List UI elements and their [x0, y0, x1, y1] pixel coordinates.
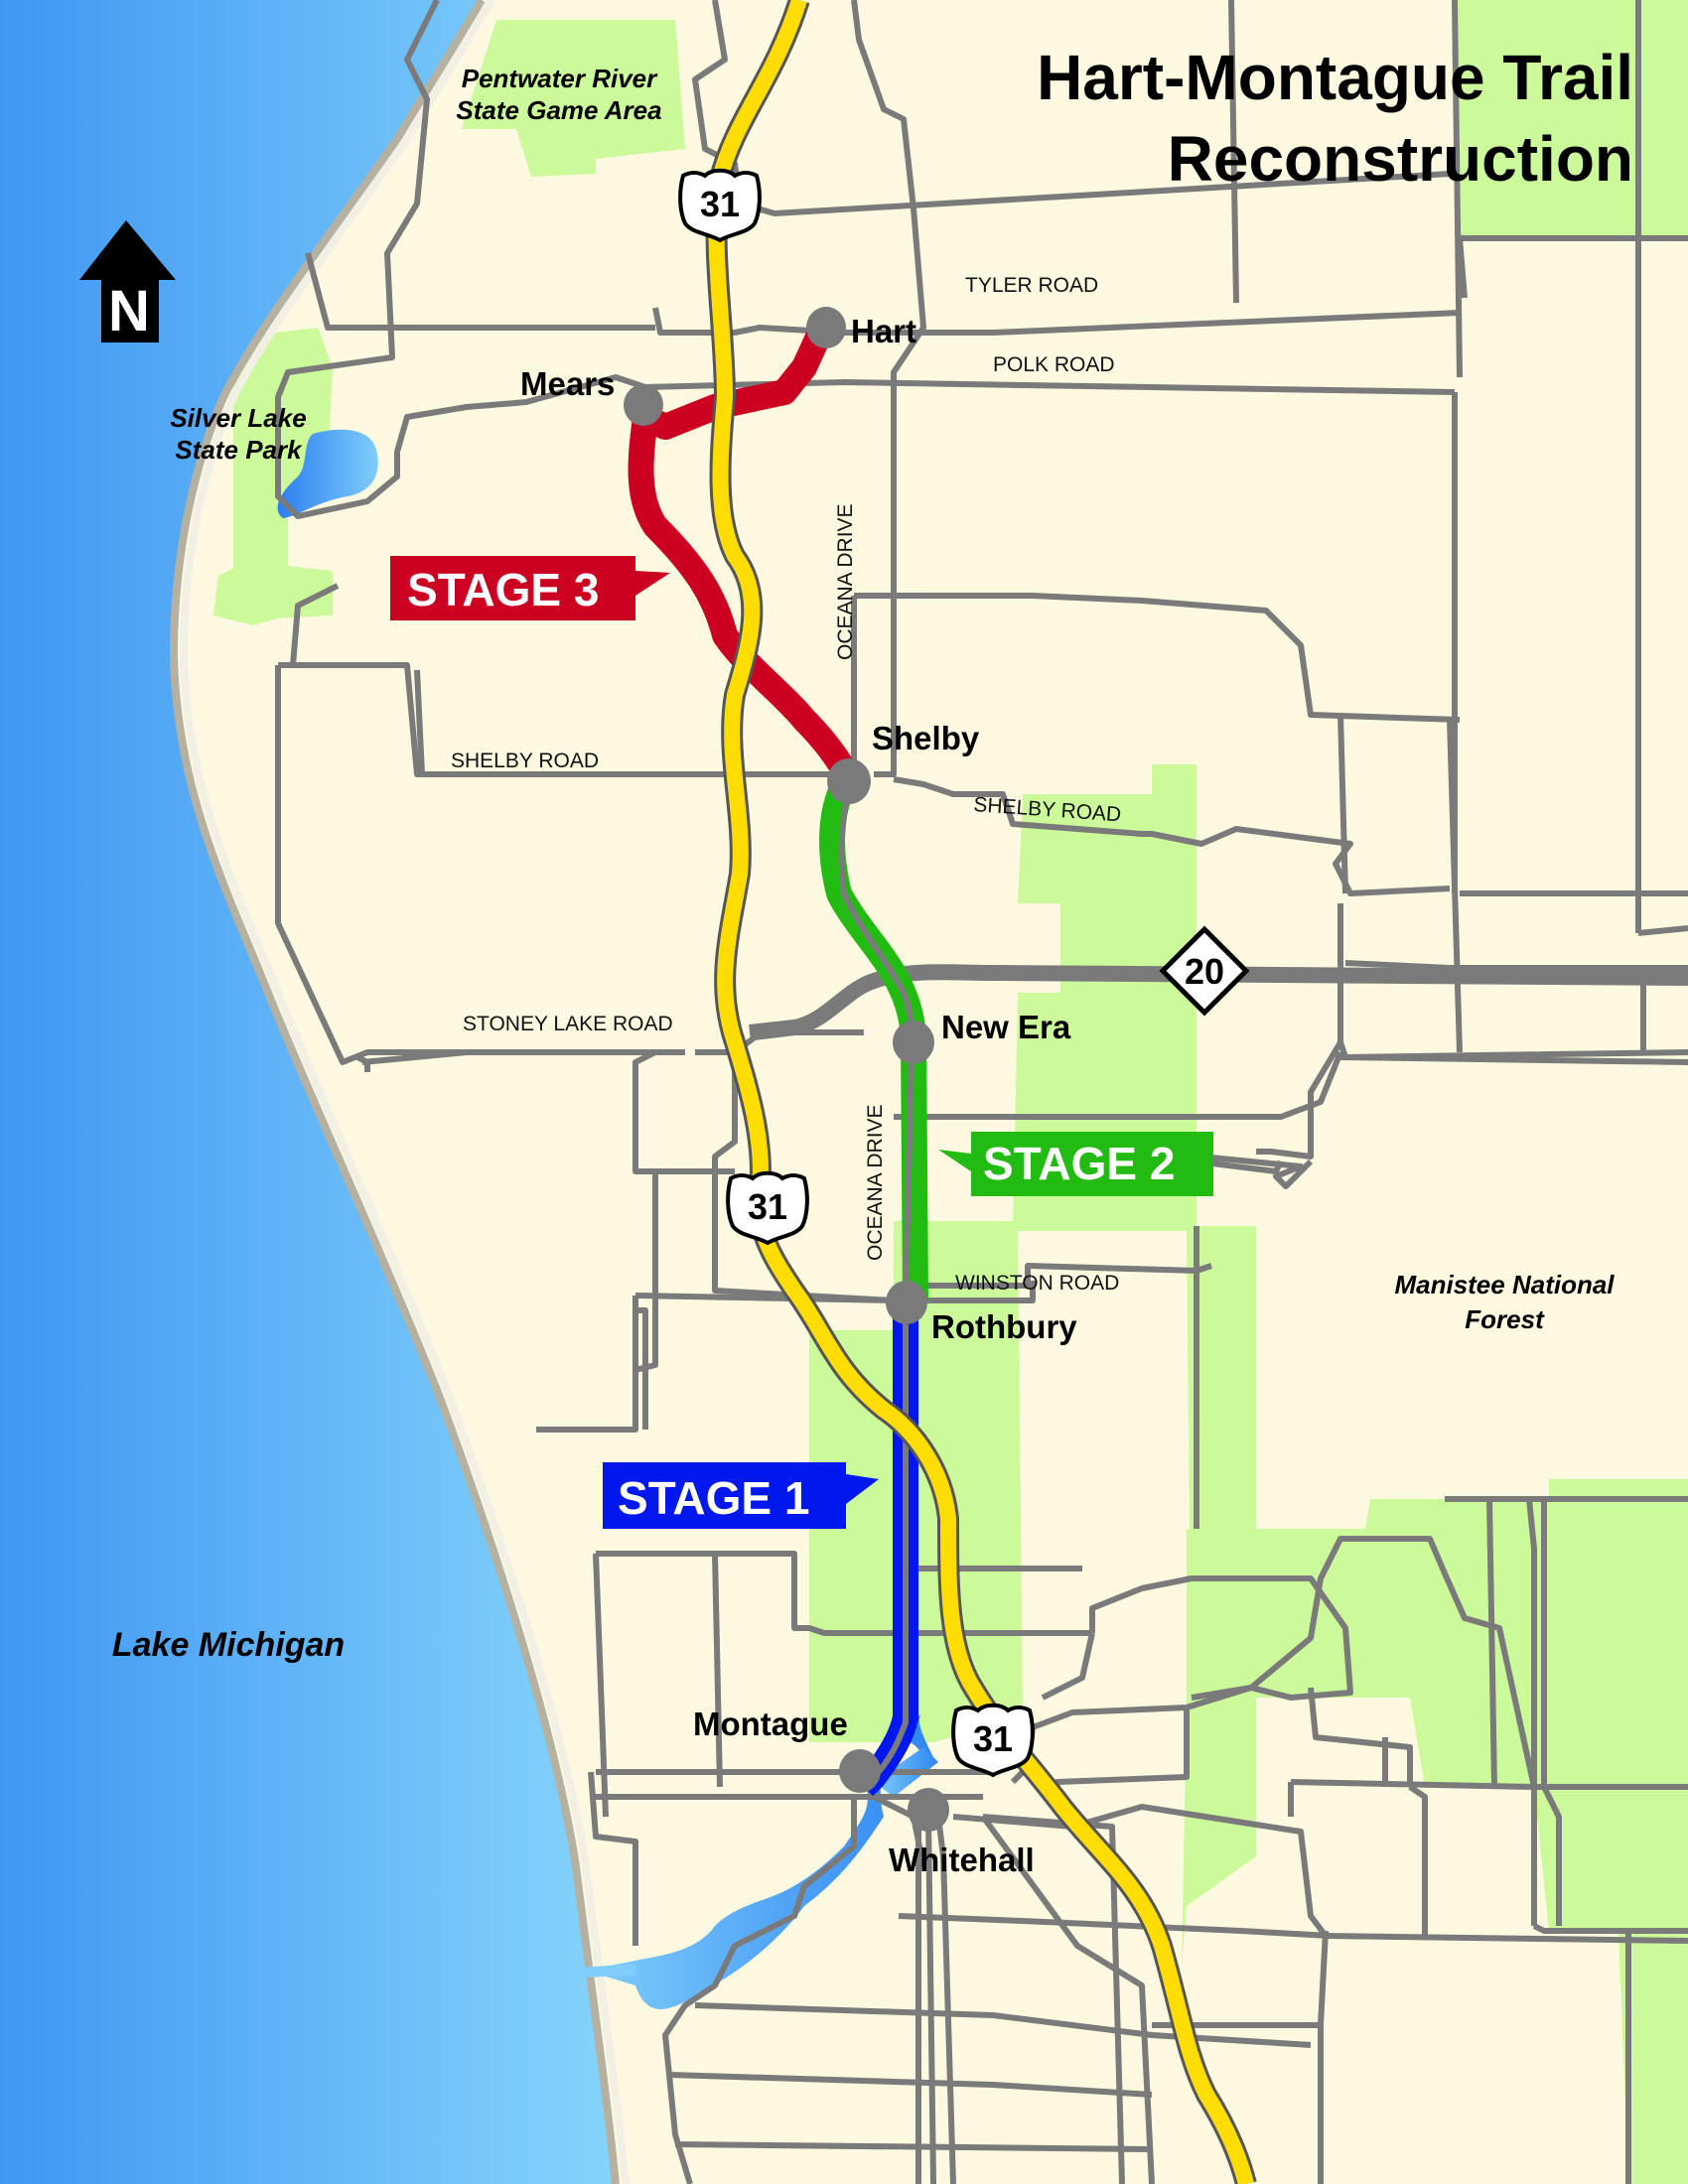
whitehall-dot — [908, 1788, 949, 1832]
silver-lake-label-2: State Park — [175, 435, 303, 465]
new-era-label: New Era — [941, 1009, 1071, 1045]
lake-michigan-label: Lake Michigan — [112, 1626, 345, 1664]
map-title-line1: Hart-Montague Trail — [1037, 42, 1633, 113]
m20-highway — [749, 964, 1688, 1040]
winston-road-label: WINSTON ROAD — [955, 1272, 1119, 1295]
rothbury-label: Rothbury — [931, 1308, 1077, 1345]
pentwater-label-1: Pentwater River — [462, 64, 658, 93]
montague-dot — [839, 1749, 881, 1793]
whitehall-label: Whitehall — [889, 1842, 1035, 1878]
svg-text:31: 31 — [700, 184, 740, 224]
town-dots — [624, 307, 949, 1832]
svg-text:31: 31 — [748, 1186, 787, 1227]
us31-shield-north: 31 — [678, 168, 762, 243]
local-roads — [275, 0, 1688, 2184]
hart-dot — [806, 307, 846, 348]
svg-text:STAGE 1: STAGE 1 — [618, 1472, 809, 1524]
map-title-line2: Reconstruction — [1168, 123, 1633, 195]
shelby-road-west-label: SHELBY ROAD — [451, 750, 599, 772]
svg-text:STAGE 2: STAGE 2 — [983, 1138, 1175, 1189]
silver-lake-label-1: Silver Lake — [170, 403, 306, 433]
oceana-drive-south-label: OCEANA DRIVE — [864, 1104, 887, 1261]
us31-shield-mid: 31 — [726, 1170, 809, 1246]
tyler-road-label: TYLER ROAD — [965, 274, 1098, 297]
stage-2-callout: STAGE 2 — [938, 1132, 1213, 1196]
svg-text:N: N — [108, 279, 150, 343]
m20-shield: 20 — [1159, 925, 1250, 1017]
stage-3-trail — [628, 307, 862, 792]
silver-lake — [277, 429, 378, 518]
mears-dot — [624, 384, 663, 426]
shelby-dot — [827, 758, 871, 804]
svg-text:STAGE 3: STAGE 3 — [407, 564, 599, 615]
manistee-label-2: Forest — [1465, 1304, 1545, 1334]
mears-label: Mears — [520, 365, 615, 402]
north-arrow-icon: N — [79, 220, 176, 343]
new-era-dot — [893, 1021, 934, 1064]
svg-text:31: 31 — [973, 1718, 1013, 1759]
hart-label: Hart — [851, 313, 916, 349]
svg-text:20: 20 — [1185, 951, 1224, 992]
shelby-label: Shelby — [872, 720, 980, 756]
montague-label: Montague — [693, 1706, 848, 1742]
rothbury-dot — [886, 1281, 927, 1324]
oceana-drive-north-label: OCEANA DRIVE — [834, 503, 857, 660]
manistee-label-1: Manistee National — [1394, 1270, 1615, 1299]
us31-shield-south: 31 — [951, 1703, 1035, 1778]
stoney-lake-road-label: STONEY LAKE ROAD — [463, 1013, 673, 1035]
stage-1-callout: STAGE 1 — [603, 1462, 879, 1529]
polk-road-label: POLK ROAD — [993, 353, 1115, 376]
pentwater-label-2: State Game Area — [456, 95, 661, 125]
stage-3-callout: STAGE 3 — [390, 556, 670, 620]
